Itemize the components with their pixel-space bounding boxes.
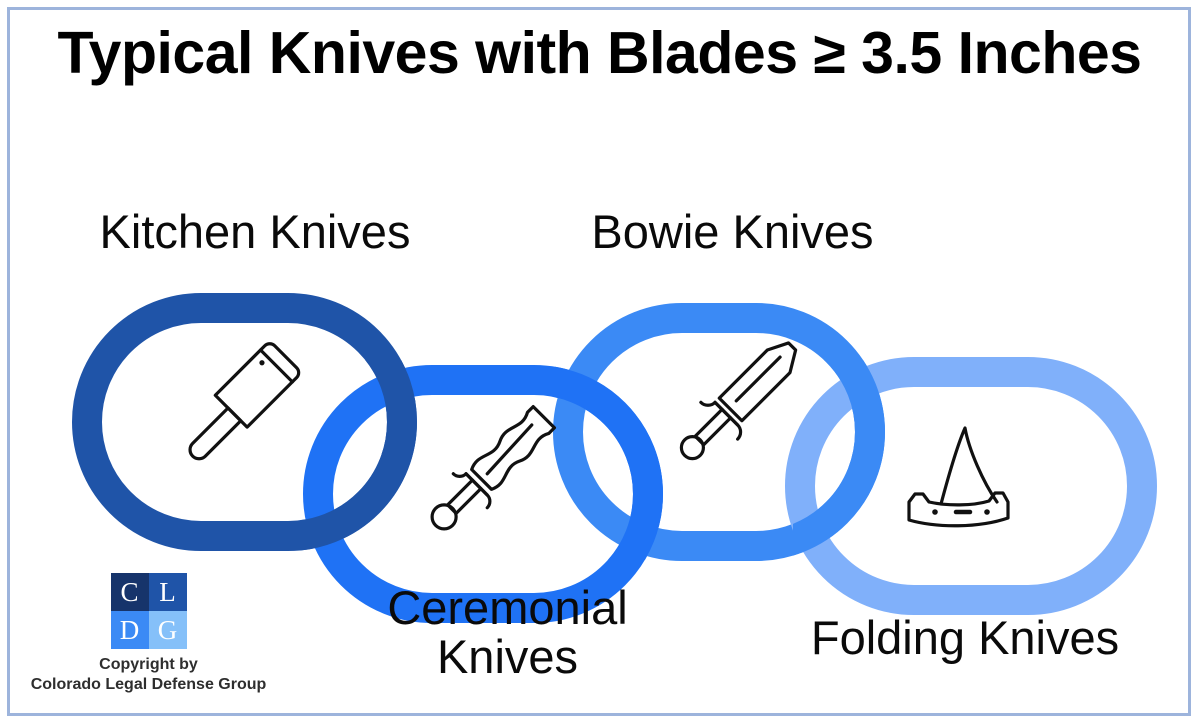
cleaver-icon [188, 342, 301, 461]
link-label-folding: Folding Knives [810, 611, 1120, 664]
logo-cell-d: D [110, 611, 149, 649]
chain-overlap-ceremonial-over-bowie [555, 366, 663, 560]
page-title: Typical Knives with Blades ≥ 3.5 Inches [57, 20, 1142, 86]
cldg-logo: C L D G [110, 573, 187, 649]
logo-cell-l: L [148, 573, 187, 611]
chain-link-folding [785, 357, 1157, 615]
copyright-caption: Copyright by Colorado Legal Defense Grou… [30, 656, 267, 693]
chain-overlap-bowie-over-folding [793, 360, 885, 556]
logo-cell-c: C [110, 573, 149, 611]
link-label-ceremonial: Ceremonial Knives [387, 581, 628, 684]
link-label-kitchen: Kitchen Knives [99, 205, 411, 258]
folding-pocket-knife-icon [907, 426, 1010, 528]
bowie-sword-icon [679, 341, 798, 461]
logo-cell-g: G [148, 611, 187, 649]
chain-overlap-kitchen-over-ceremonial [300, 360, 417, 551]
link-label-bowie: Bowie Knives [591, 205, 874, 258]
ceremonial-dagger-icon [430, 404, 557, 531]
logo-block: C L D G Copyright by Colorado Legal Defe… [30, 573, 267, 695]
